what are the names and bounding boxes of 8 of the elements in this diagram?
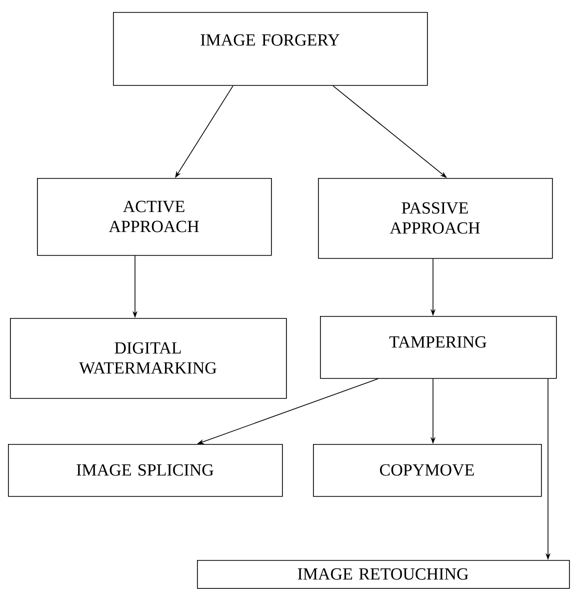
process-box: TAMPERING bbox=[320, 316, 557, 379]
process-box: DIGITAL WATERMARKING bbox=[10, 318, 287, 399]
process-box: IMAGE SPLICING bbox=[8, 444, 283, 497]
process-box: COPYMOVE bbox=[313, 444, 542, 497]
process-box: PASSIVE APPROACH bbox=[318, 178, 553, 259]
process-box: IMAGE RETOUCHING bbox=[197, 560, 570, 589]
process-box: IMAGE FORGERY bbox=[113, 12, 428, 86]
process-box: ACTIVE APPROACH bbox=[37, 178, 272, 256]
